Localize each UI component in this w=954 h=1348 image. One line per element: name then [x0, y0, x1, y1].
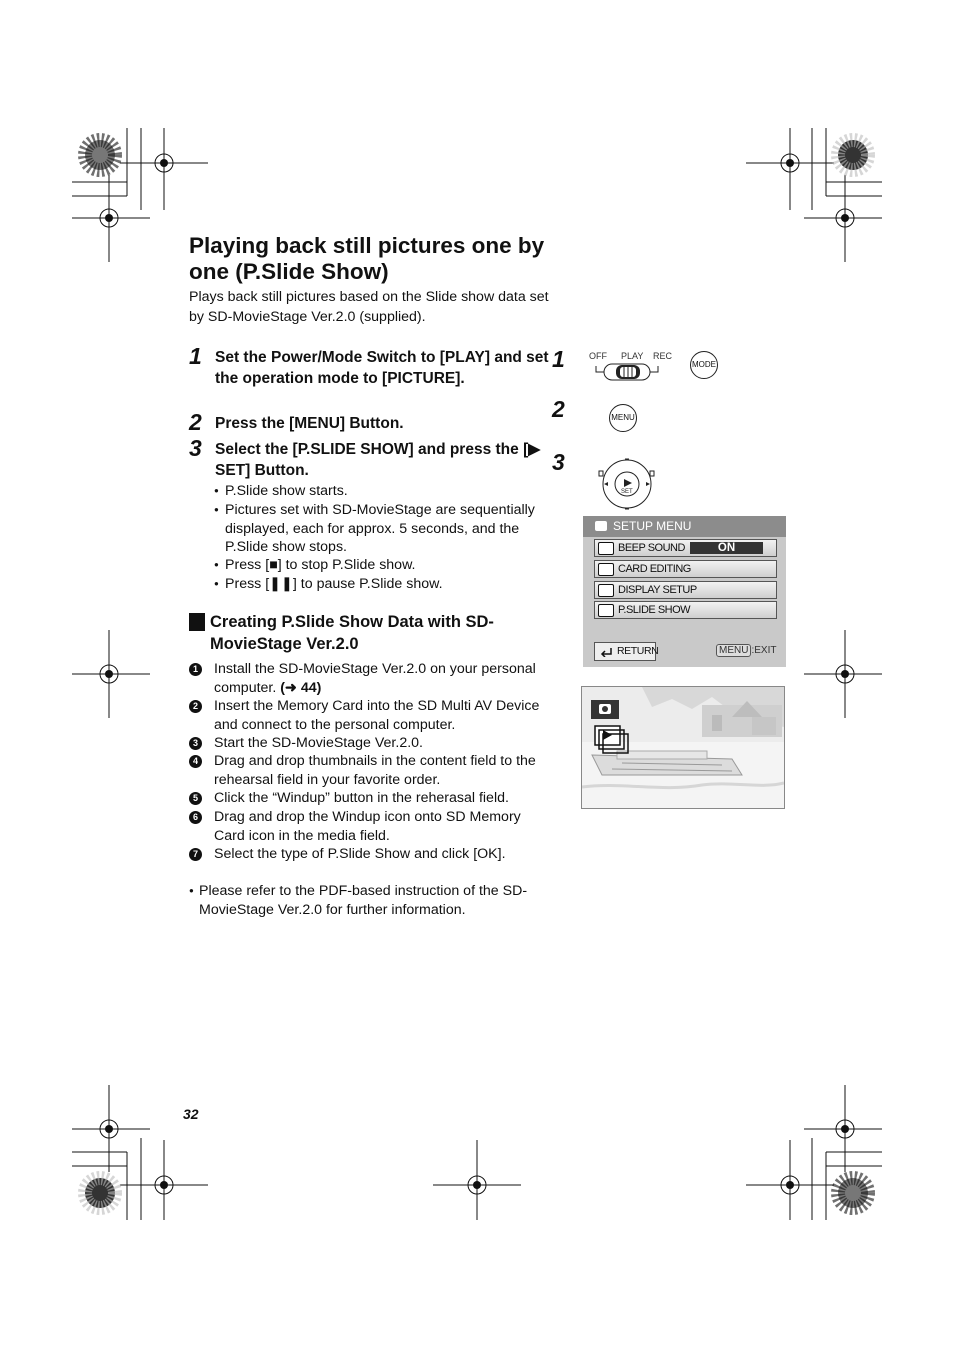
item-text: Click the “Windup” button in the reheras…	[214, 790, 509, 806]
menu-item-p-slide-show[interactable]: P.SLIDE SHOW	[594, 601, 777, 619]
power-mode-switch-icon	[595, 363, 659, 381]
list-item: 1 Install the SD-MovieStage Ver.2.0 on y…	[189, 660, 544, 697]
menu-header: SETUP MENU	[583, 516, 786, 537]
item-text: Insert the Memory Card into the SD Multi…	[214, 698, 540, 733]
bullet-item: Pictures set with SD-MovieStage are sequ…	[214, 501, 555, 557]
step-3: 3 Select the [P.SLIDE SHOW] and press th…	[189, 435, 549, 481]
circled-number: 2	[189, 700, 202, 713]
item-text: Start the SD-MovieStage Ver.2.0.	[214, 735, 423, 751]
step-number: 1	[189, 343, 202, 369]
illustration-step-number: 1	[552, 346, 565, 372]
list-item: 2 Insert the Memory Card into the SD Mul…	[189, 697, 544, 734]
list-item: 6 Drag and drop the Windup icon onto SD …	[189, 808, 544, 845]
circled-number: 6	[189, 811, 202, 824]
page-number: 32	[183, 1106, 199, 1122]
switch-label-off: OFF	[589, 351, 607, 361]
list-item: 5 Click the “Windup” button in the reher…	[189, 789, 544, 808]
note-text: Please refer to the PDF-based instructio…	[189, 882, 559, 919]
switch-label-rec: REC	[653, 351, 673, 361]
list-item: 4 Drag and drop thumbnails in the conten…	[189, 752, 544, 789]
item-text: Install the SD-MovieStage Ver.2.0 on you…	[214, 661, 536, 696]
circled-number: 3	[189, 737, 202, 750]
page-title: Playing back still pictures one by one (…	[189, 233, 545, 284]
exit-hint: MENU:EXIT	[716, 642, 776, 659]
circled-number: 1	[189, 663, 202, 676]
menu-key-label: MENU	[716, 644, 752, 657]
bullet-item: P.Slide show starts.	[214, 482, 555, 501]
menu-item-card-editing[interactable]: CARD EDITING	[594, 560, 777, 578]
bullet-item: Press [❚❚] to pause P.Slide show.	[214, 575, 555, 594]
setup-menu-screen: SETUP MENU BEEP SOUND ON CARD EDITING DI…	[583, 516, 786, 667]
speaker-icon	[598, 542, 614, 555]
step-text: Press the [MENU] Button.	[215, 415, 404, 432]
intro-text: Plays back still pictures based on the S…	[189, 289, 549, 325]
menu-button-icon: MENU	[609, 404, 637, 432]
circled-number: 4	[189, 755, 202, 768]
bullet-item: Press [■] to stop P.Slide show.	[214, 556, 555, 575]
switch-label-play: PLAY	[621, 351, 644, 361]
illustration-step-number: 2	[552, 396, 565, 422]
circled-number: 5	[189, 792, 202, 805]
camera-icon	[595, 521, 607, 531]
menu-item-beep-sound[interactable]: BEEP SOUND ON	[594, 539, 777, 557]
item-text: Drag and drop thumbnails in the content …	[214, 753, 536, 788]
joystick-icon: SET	[598, 458, 655, 510]
illustration-step-number: 3	[552, 449, 565, 475]
slideshow-icon	[598, 604, 614, 617]
step-2: 2 Press the [MENU] Button.	[189, 409, 549, 435]
menu-value: ON	[690, 542, 763, 554]
item-text: Select the type of P.Slide Show and clic…	[214, 846, 506, 862]
page-reference: (➜ 44)	[280, 679, 322, 696]
section-heading: Creating P.Slide Show Data with SD-Movie…	[189, 611, 549, 655]
mode-button-icon: MODE	[690, 351, 718, 379]
set-label: SET	[621, 489, 633, 495]
step-number: 2	[189, 409, 202, 435]
step-number: 3	[189, 435, 202, 461]
item-text: Drag and drop the Windup icon onto SD Me…	[214, 809, 521, 844]
step-1: 1 Set the Power/Mode Switch to [PLAY] an…	[189, 343, 549, 389]
list-item: 7 Select the type of P.Slide Show and cl…	[189, 845, 544, 864]
step-text: Set the Power/Mode Switch to [PLAY] and …	[215, 349, 549, 387]
card-icon	[598, 563, 614, 576]
slideshow-photo	[581, 686, 785, 809]
list-item: 3 Start the SD-MovieStage Ver.2.0.	[189, 734, 544, 753]
step-text: Select the [P.SLIDE SHOW] and press the …	[215, 441, 541, 479]
boat-scene-image	[582, 687, 784, 808]
return-arrow-icon	[600, 648, 612, 657]
heading-block-icon	[189, 613, 205, 631]
circled-number: 7	[189, 848, 202, 861]
display-icon	[598, 584, 614, 597]
return-button[interactable]: RETURN	[594, 642, 659, 661]
menu-item-display-setup[interactable]: DISPLAY SETUP	[594, 581, 777, 599]
